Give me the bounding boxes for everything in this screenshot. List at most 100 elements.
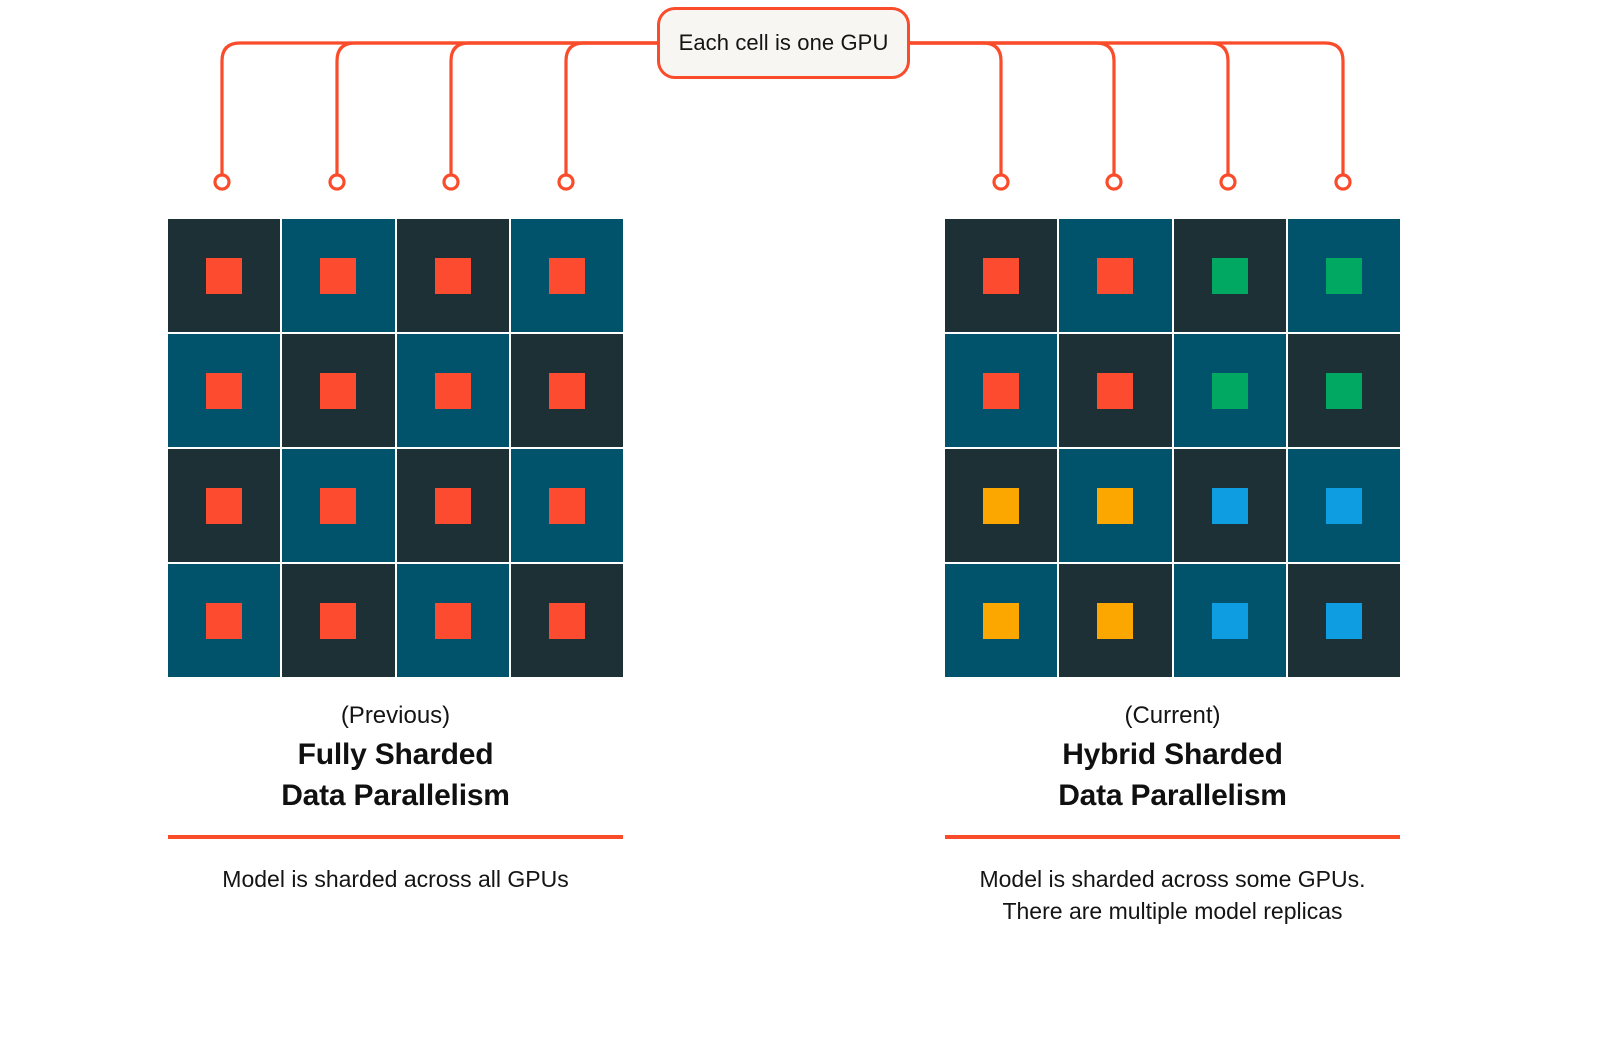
caption-hybrid-sharded: (Current) Hybrid Sharded Data Parallelis… <box>945 699 1400 817</box>
gpu-cell <box>1059 564 1172 677</box>
shard-marker <box>434 257 471 294</box>
circle-endpoint-icon <box>992 173 1010 191</box>
shard-marker <box>548 487 585 524</box>
shard-marker <box>548 602 585 639</box>
description-line1: Model is sharded across some GPUs. <box>979 865 1366 892</box>
gpu-grid-fully-sharded <box>168 219 623 677</box>
gpu-cell <box>1059 334 1172 447</box>
gpu-cell <box>945 334 1058 447</box>
panel-description: Model is sharded across all GPUs <box>168 863 623 896</box>
gpu-cell <box>945 219 1058 332</box>
caption-title-line1: Hybrid Sharded <box>1062 737 1283 771</box>
gpu-cell <box>1287 449 1400 562</box>
circle-endpoint-icon <box>1219 173 1237 191</box>
gpu-cell <box>1173 564 1286 677</box>
panel-fully-sharded: (Previous) Fully Sharded Data Parallelis… <box>168 219 623 895</box>
gpu-cell <box>168 449 281 562</box>
gpu-cell <box>1173 334 1286 447</box>
shard-marker <box>206 372 243 409</box>
gpu-grid-hybrid-sharded <box>945 219 1400 677</box>
gpu-cell <box>510 449 623 562</box>
shard-marker <box>434 372 471 409</box>
circle-endpoint-icon <box>213 173 231 191</box>
caption-kicker: (Current) <box>1124 702 1221 729</box>
shard-marker <box>320 257 357 294</box>
connector-line <box>220 41 659 176</box>
gpu-cell <box>396 449 509 562</box>
panel-hybrid-sharded: (Current) Hybrid Sharded Data Parallelis… <box>945 219 1400 928</box>
gpu-cell <box>1173 219 1286 332</box>
connector-lines <box>213 41 1352 191</box>
circle-endpoint-icon <box>1105 173 1123 191</box>
gpu-cell <box>282 219 395 332</box>
shard-marker <box>1211 487 1248 524</box>
gpu-cell <box>510 219 623 332</box>
shard-marker <box>1325 372 1362 409</box>
caption-divider <box>168 834 623 839</box>
shard-marker <box>1097 372 1134 409</box>
shard-marker <box>320 487 357 524</box>
shard-marker <box>1211 257 1248 294</box>
gpu-cell <box>168 219 281 332</box>
caption-fully-sharded: (Previous) Fully Sharded Data Parallelis… <box>168 699 623 817</box>
shard-marker <box>548 372 585 409</box>
panel-description: Model is sharded across some GPUs. There… <box>945 863 1400 928</box>
connector-line <box>908 41 1230 176</box>
shard-marker <box>1097 257 1134 294</box>
gpu-cell <box>1287 564 1400 677</box>
gpu-cell <box>1287 219 1400 332</box>
caption-title-line1: Fully Sharded <box>297 737 494 771</box>
shard-marker <box>320 602 357 639</box>
connector-line <box>908 41 1003 176</box>
circle-endpoint-icon <box>328 173 346 191</box>
callout-each-cell-is-one-gpu: Each cell is one GPU <box>657 7 910 79</box>
gpu-cell <box>1059 219 1172 332</box>
shard-marker <box>320 372 357 409</box>
shard-marker <box>1325 602 1362 639</box>
connector-line <box>908 41 1345 176</box>
gpu-cell <box>945 564 1058 677</box>
circle-endpoint-icon <box>557 173 575 191</box>
shard-marker <box>1097 487 1134 524</box>
shard-marker <box>206 257 243 294</box>
gpu-cell <box>396 564 509 677</box>
gpu-cell <box>168 564 281 677</box>
caption-title-line2: Data Parallelism <box>1058 779 1287 813</box>
shard-marker <box>1211 372 1248 409</box>
description-line1: Model is sharded across all GPUs <box>222 865 569 892</box>
connector-line <box>335 41 659 176</box>
connector-line <box>908 41 1116 176</box>
description-line2: There are multiple model replicas <box>1002 898 1343 925</box>
callout-label: Each cell is one GPU <box>678 30 889 55</box>
caption-divider <box>945 834 1400 839</box>
gpu-cell <box>510 334 623 447</box>
shard-marker <box>983 602 1020 639</box>
shard-marker <box>983 257 1020 294</box>
caption-kicker: (Previous) <box>340 702 451 729</box>
gpu-cell <box>282 564 395 677</box>
shard-marker <box>1211 602 1248 639</box>
gpu-cell <box>510 564 623 677</box>
shard-marker <box>1097 602 1134 639</box>
gpu-cell <box>1059 449 1172 562</box>
shard-marker <box>434 602 471 639</box>
shard-marker <box>206 487 243 524</box>
gpu-cell <box>282 334 395 447</box>
caption-title-line2: Data Parallelism <box>281 779 510 813</box>
shard-marker <box>548 257 585 294</box>
connector-line <box>449 41 659 176</box>
gpu-cell <box>1173 449 1286 562</box>
gpu-cell <box>1287 334 1400 447</box>
circle-endpoint-icon <box>442 173 460 191</box>
gpu-cell <box>945 449 1058 562</box>
gpu-cell <box>282 449 395 562</box>
shard-marker <box>1325 257 1362 294</box>
shard-marker <box>206 602 243 639</box>
gpu-cell <box>396 219 509 332</box>
circle-endpoint-icon <box>1334 173 1352 191</box>
connector-line <box>564 41 659 176</box>
shard-marker <box>983 487 1020 524</box>
gpu-cell <box>168 334 281 447</box>
shard-marker <box>434 487 471 524</box>
